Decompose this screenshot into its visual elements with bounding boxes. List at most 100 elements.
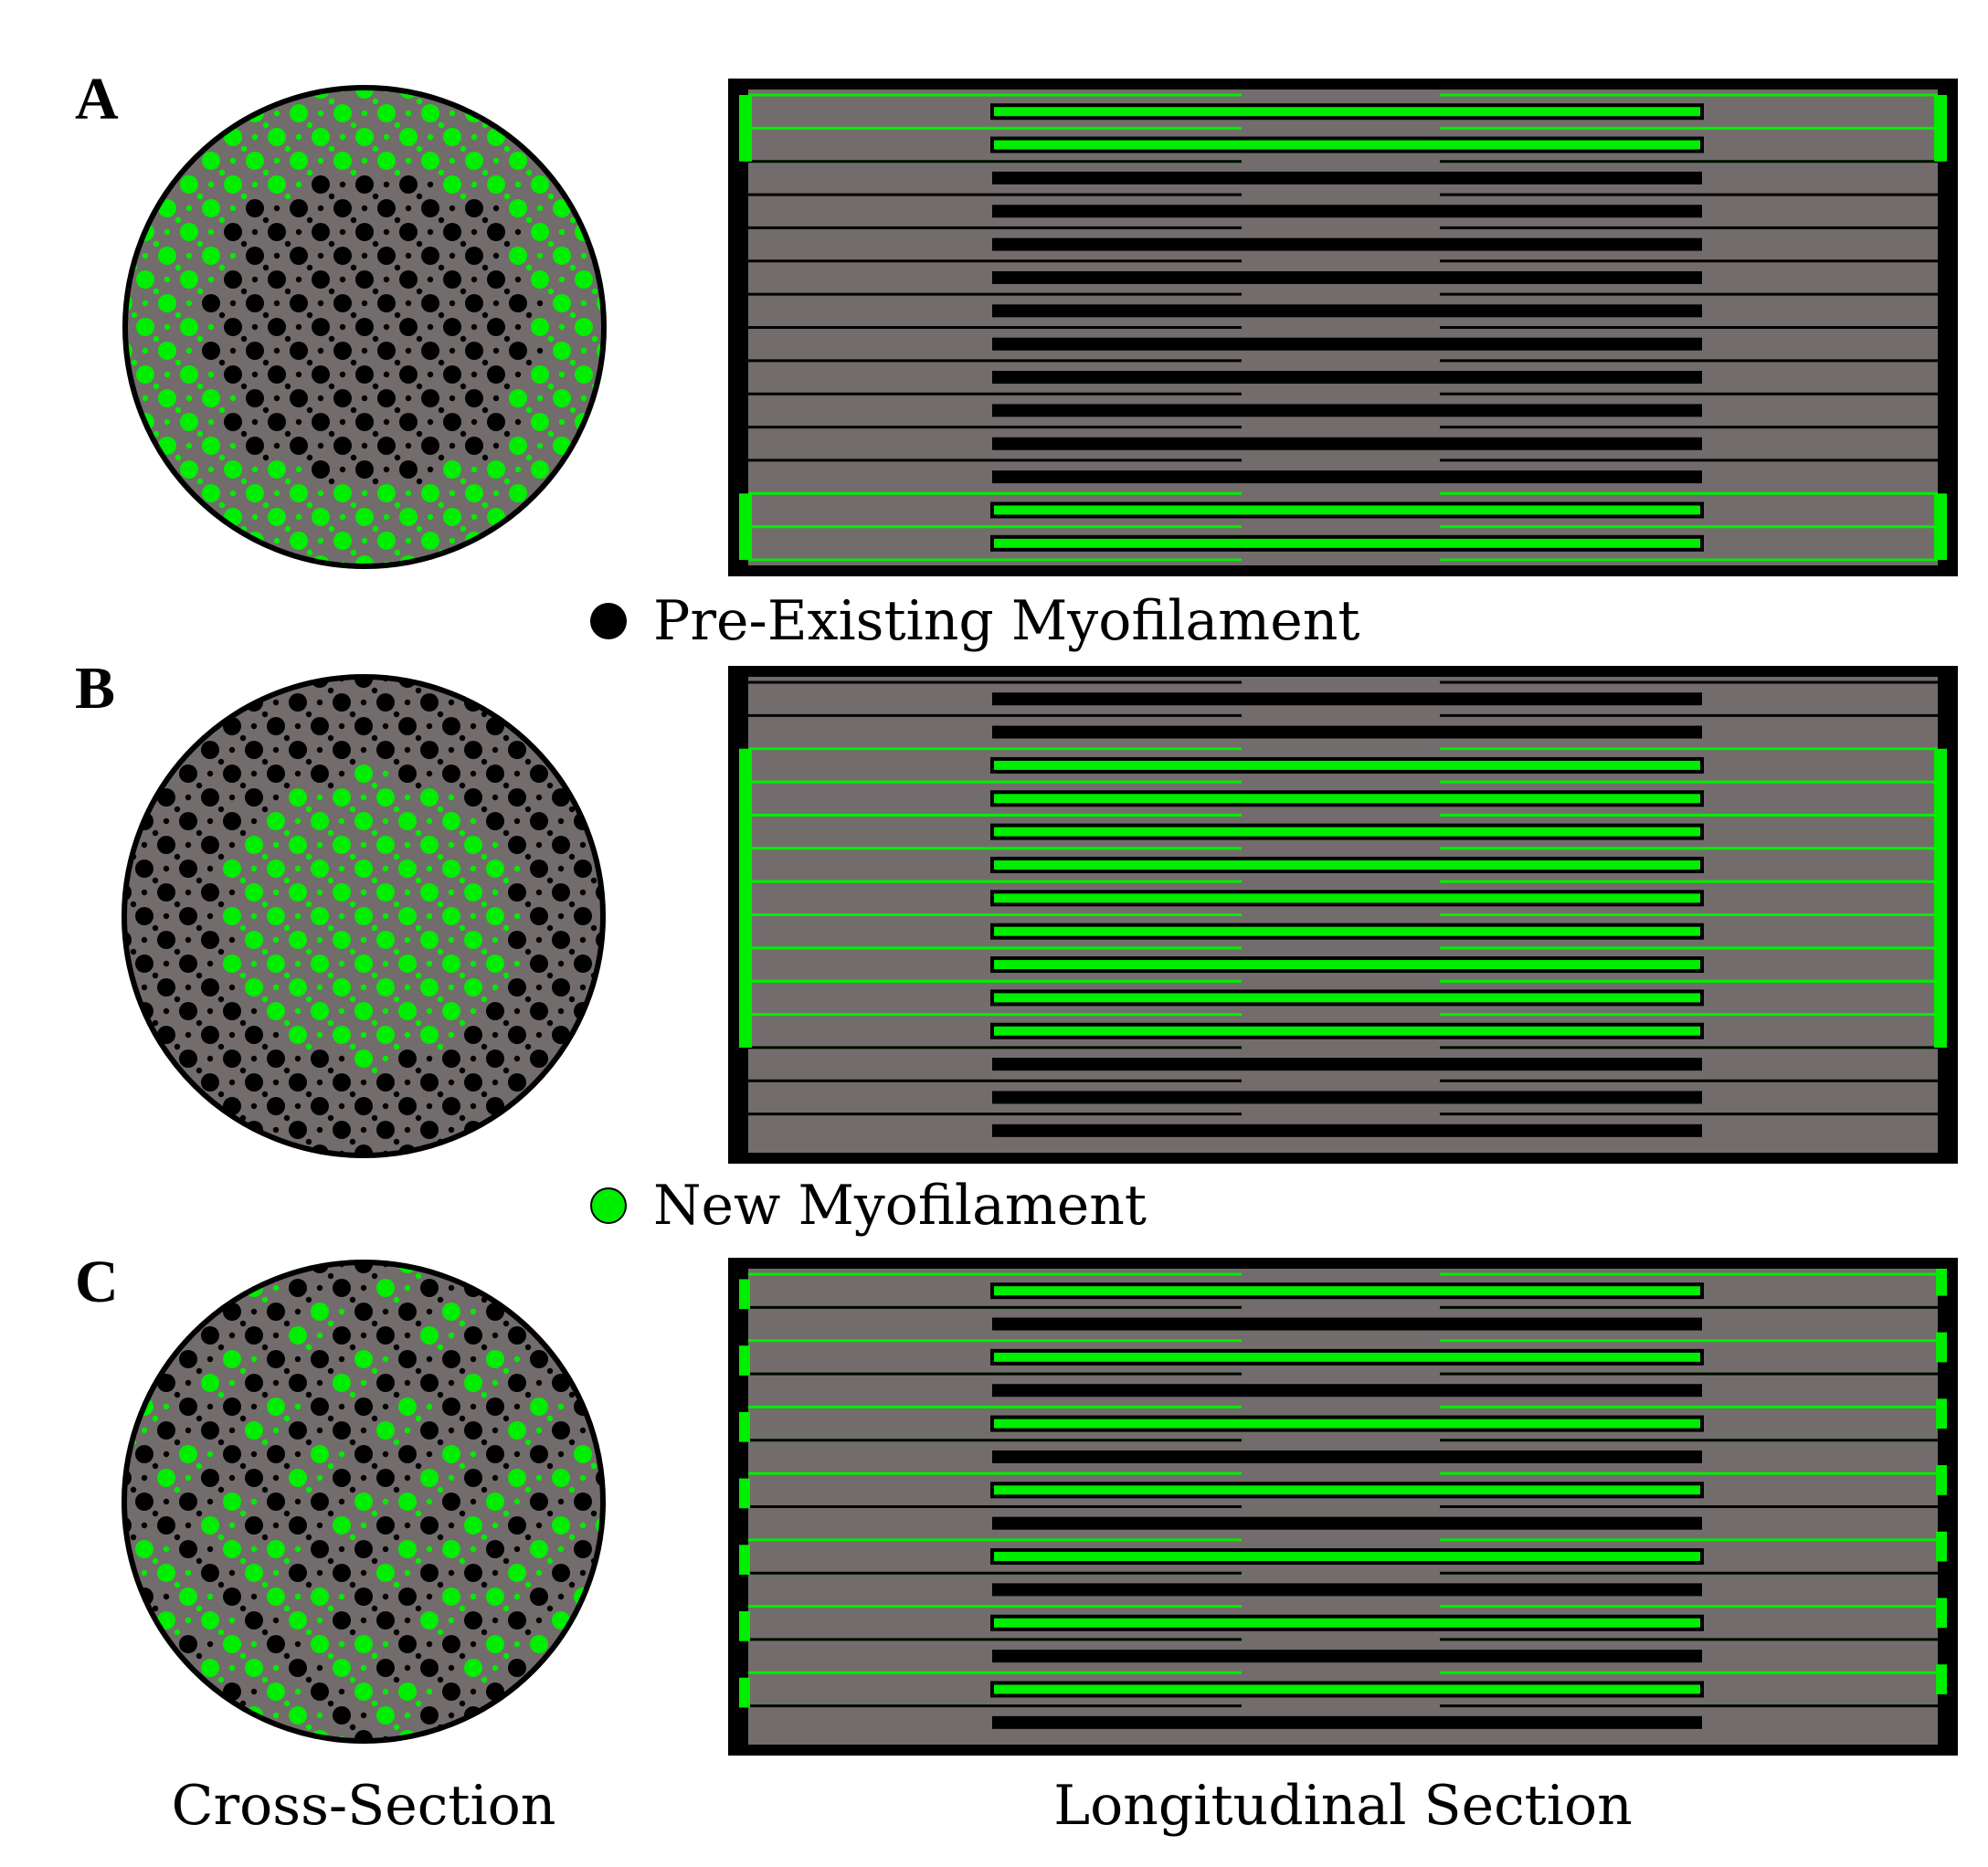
thin-filament	[317, 157, 324, 164]
thin-filament	[513, 1055, 521, 1062]
thin-filament	[492, 746, 499, 754]
thin-filament	[579, 936, 587, 944]
thick-filament-pre-existing	[224, 318, 242, 336]
thin-filament	[349, 758, 356, 765]
thin-filament	[503, 335, 511, 343]
thick-filament-pre-existing	[267, 1303, 285, 1321]
thin-filament	[415, 924, 422, 932]
thin-filament	[239, 877, 247, 884]
thick-filament-pre-existing	[202, 294, 220, 312]
thick-filament-pre-existing	[464, 1026, 482, 1044]
thin-filament	[547, 240, 555, 248]
thin-filament	[372, 98, 379, 105]
thick-filament-pre-existing	[355, 460, 374, 479]
thin-filament	[393, 853, 400, 860]
cross-section-a	[122, 85, 607, 569]
thick-filament-new	[552, 1611, 570, 1630]
thin-filament	[546, 1605, 554, 1612]
thin-filament	[546, 1415, 554, 1422]
thin-filament	[569, 359, 576, 366]
thick-filament-new	[399, 128, 418, 146]
thin-filament	[383, 133, 390, 141]
thick-filament-pre-existing	[201, 788, 219, 807]
thin-filament	[448, 794, 455, 801]
thick-filament-pre-existing	[508, 741, 526, 759]
thin-filament	[405, 205, 412, 212]
thin-filament	[228, 794, 236, 801]
thin-filament	[371, 1557, 378, 1565]
thin-filament	[328, 478, 335, 485]
thin-filament	[459, 1652, 466, 1660]
thin-filament	[163, 1007, 170, 1015]
thick-filament-pre-existing	[201, 1326, 219, 1345]
thin-filament	[448, 1427, 455, 1434]
thin-filament	[294, 1355, 301, 1363]
thin-filament	[580, 395, 587, 402]
thick-filament-pre-existing	[552, 788, 570, 807]
thick-filament-new	[442, 1002, 460, 1020]
thin-filament	[349, 1091, 356, 1098]
thin-filament	[382, 1593, 389, 1600]
thin-filament	[460, 478, 467, 485]
thin-filament	[502, 1462, 510, 1470]
thin-filament	[481, 549, 489, 556]
thin-filament	[306, 264, 313, 271]
thin-filament	[448, 1617, 455, 1624]
thin-filament	[316, 1031, 323, 1039]
thick-filament-pre-existing	[135, 907, 153, 925]
thin-filament	[525, 406, 533, 414]
thick-filament-pre-existing	[245, 1611, 263, 1630]
thin-filament	[416, 1163, 421, 1168]
thick-filament-pre-existing	[530, 1493, 548, 1511]
thin-filament	[437, 1486, 444, 1493]
thick-filament-pre-existing	[464, 1611, 482, 1630]
thin-filament	[339, 466, 346, 473]
thin-filament	[459, 1700, 466, 1707]
thick-filament-new	[245, 1659, 263, 1677]
thin-filament	[196, 1019, 203, 1027]
thin-filament	[239, 829, 247, 837]
thin-filament	[360, 1522, 367, 1529]
thin-filament	[372, 383, 379, 390]
thin-filament	[459, 1367, 466, 1375]
thick-filament-pre-existing	[596, 978, 603, 997]
thin-filament	[448, 1379, 455, 1387]
thin-filament	[438, 501, 445, 509]
thick-filament-pre-existing	[421, 342, 439, 360]
thick-filament-pre-existing	[574, 1540, 592, 1558]
thin-filament	[513, 1593, 521, 1600]
thick-filament-new	[268, 460, 286, 479]
thin-filament	[207, 181, 215, 188]
thin-filament	[196, 383, 204, 390]
thin-filament	[295, 133, 302, 141]
thin-filament	[382, 1688, 389, 1695]
thin-filament	[393, 901, 400, 908]
thick-filament-pre-existing	[202, 342, 220, 360]
thin-filament	[470, 1593, 477, 1600]
thick-filament-pre-existing	[289, 1564, 307, 1582]
thin-filament	[328, 383, 335, 390]
thick-filament-new	[990, 1614, 1704, 1631]
thin-filament	[502, 1605, 510, 1612]
thin-filament	[174, 948, 181, 955]
thin-filament	[524, 1344, 532, 1351]
thin-filament	[502, 734, 510, 742]
thin-filament	[558, 323, 566, 331]
thick-filament-pre-existing	[487, 413, 505, 431]
thin-filament	[206, 1593, 214, 1600]
thick-filament-new	[530, 1635, 548, 1653]
thin-filament	[163, 912, 170, 920]
thin-filament	[350, 454, 357, 461]
thin-filament	[228, 1569, 236, 1577]
thin-filament	[142, 395, 149, 402]
thin-filament	[535, 841, 543, 849]
thin-filament	[349, 1043, 356, 1050]
thin-filament	[535, 1569, 543, 1577]
thin-filament	[131, 406, 138, 414]
thin-filament	[339, 133, 346, 141]
thin-filament	[404, 699, 411, 706]
thin-filament	[404, 794, 411, 801]
thin-filament	[404, 1031, 411, 1039]
thin-filament	[185, 794, 192, 801]
thin-filament	[437, 1581, 444, 1588]
